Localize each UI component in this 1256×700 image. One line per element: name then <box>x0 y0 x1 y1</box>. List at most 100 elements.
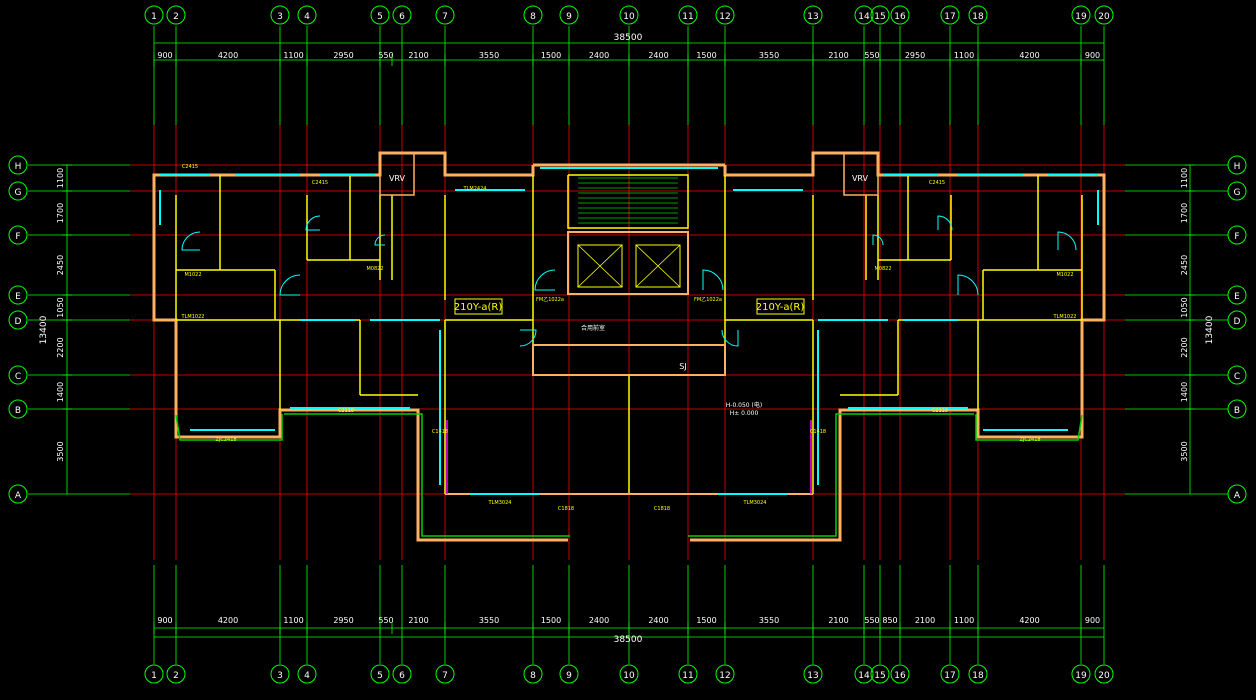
top-dim-11: 3550 <box>759 51 779 60</box>
axis-label-top-8: 8 <box>530 12 536 22</box>
bottom-dim-13: 550 <box>864 616 879 625</box>
vrv-label-left: VRV <box>389 174 406 183</box>
axis-bubble-top-7 <box>435 5 455 25</box>
axis-bubble-right-A <box>1227 484 1247 504</box>
bottom-dim-4: 550 <box>378 616 393 625</box>
axis-bubble-bottom-7 <box>435 664 455 684</box>
left-overall-dim: 13400 <box>39 315 49 344</box>
door-swing-left-5 <box>519 329 537 347</box>
axis-label-left-A: A <box>15 491 22 501</box>
axis-label-left-E: E <box>15 292 21 302</box>
right-dim-3: 1050 <box>1180 297 1189 317</box>
axis-label-top-19: 19 <box>1075 12 1087 22</box>
axis-bubble-top-16 <box>890 5 910 25</box>
top-dim-4: 550 <box>378 51 393 60</box>
axis-label-bottom-6: 6 <box>399 671 405 681</box>
door-swing-left-3 <box>374 234 386 246</box>
sj-label: SJ <box>679 362 686 371</box>
axis-bubble-top-6 <box>392 5 412 25</box>
elevator-shaft <box>567 231 689 295</box>
axis-label-top-14: 14 <box>858 12 870 22</box>
right-dim-1: 1700 <box>1180 203 1189 223</box>
axis-bubble-right-F <box>1227 225 1247 245</box>
axis-bubble-top-14 <box>854 5 874 25</box>
door-swing-right-3 <box>872 234 884 246</box>
bay-rail-right <box>975 414 1083 441</box>
axis-bubble-top-1 <box>144 5 164 25</box>
door-swing-right-0 <box>1057 231 1077 251</box>
window-tag-9: ZJC2418 <box>1019 437 1040 443</box>
axis-label-top-18: 18 <box>972 12 984 22</box>
door-swing-left-4 <box>534 269 556 291</box>
axis-label-right-G: G <box>1234 188 1241 198</box>
outer-wall-right <box>690 151 1106 542</box>
window-tag-2: TLM3024 <box>488 500 512 506</box>
axis-bubble-bottom-3 <box>270 664 290 684</box>
window-tag-13: FM乙1022a <box>694 296 722 303</box>
top-dim-14: 2950 <box>905 51 925 60</box>
axis-label-left-B: B <box>15 406 21 416</box>
axis-bubble-bottom-13 <box>803 664 823 684</box>
axis-bubble-top-2 <box>166 5 186 25</box>
top-dim-8: 2400 <box>589 51 609 60</box>
vrv-box-right <box>843 152 879 196</box>
bottom-dim-16: 1100 <box>954 616 974 625</box>
axis-bubble-right-G <box>1227 181 1247 201</box>
axis-bubble-bottom-4 <box>297 664 317 684</box>
axis-bubble-left-B <box>8 399 28 419</box>
axis-bubble-right-C <box>1227 365 1247 385</box>
door-swing-right-5 <box>721 329 739 347</box>
right-dim-6: 3500 <box>1180 441 1189 461</box>
top-dim-10: 1500 <box>696 51 716 60</box>
bottom-dim-9: 2400 <box>648 616 668 625</box>
axis-bubble-bottom-6 <box>392 664 412 684</box>
bottom-dim-17: 4200 <box>1019 616 1039 625</box>
bottom-dim-6: 3550 <box>479 616 499 625</box>
window-tag-3: C1818 <box>558 506 574 512</box>
bottom-dim-18: 900 <box>1085 616 1100 625</box>
axis-bubble-left-G <box>8 181 28 201</box>
axis-label-bottom-17: 17 <box>944 671 955 681</box>
axis-bubble-left-E <box>8 285 28 305</box>
left-dim-2: 2450 <box>56 255 65 275</box>
window-tag-17: TLM1022 <box>1053 314 1077 320</box>
axis-label-left-H: H <box>15 162 22 172</box>
axis-label-top-17: 17 <box>944 12 955 22</box>
axis-label-bottom-5: 5 <box>377 671 383 681</box>
axis-label-top-15: 15 <box>874 12 885 22</box>
door-swing-right-1 <box>957 274 979 296</box>
axis-label-right-H: H <box>1234 162 1241 172</box>
axis-label-bottom-9: 9 <box>566 671 572 681</box>
top-dim-1: 4200 <box>218 51 238 60</box>
outer-wall-left <box>152 151 568 542</box>
door-swing-left-1 <box>279 274 301 296</box>
window-tag-12: FM乙1022a <box>536 296 564 303</box>
axis-label-right-D: D <box>1234 317 1241 327</box>
axis-bubble-bottom-10 <box>619 664 639 684</box>
top-dim-5: 2100 <box>408 51 428 60</box>
level-note: H-0.050 (电) <box>726 401 762 409</box>
axis-label-top-4: 4 <box>304 12 310 22</box>
right-dim-0: 1100 <box>1180 168 1189 188</box>
window-tag-16: TLM1022 <box>181 314 205 320</box>
axis-label-top-2: 2 <box>173 12 179 22</box>
balcony-rail-left <box>284 413 570 537</box>
elevator-cross <box>577 244 623 288</box>
window-tag-10: M1022 <box>184 272 201 278</box>
axis-label-bottom-12: 12 <box>719 671 730 681</box>
bottom-dim-11: 3550 <box>759 616 779 625</box>
axis-label-top-12: 12 <box>719 12 730 22</box>
bay-rail-left <box>175 414 283 441</box>
bottom-dim-2: 1100 <box>283 616 303 625</box>
bottom-dim-3: 2950 <box>333 616 353 625</box>
window-tag-7: C2118 <box>932 408 948 414</box>
axis-label-bottom-4: 4 <box>304 671 310 681</box>
window-tag-18: M0822 <box>366 266 383 272</box>
axis-label-top-13: 13 <box>807 12 818 22</box>
axis-bubble-bottom-14 <box>854 664 874 684</box>
axis-label-right-E: E <box>1234 292 1240 302</box>
elevator-car-2 <box>635 244 681 288</box>
top-dim-16: 4200 <box>1019 51 1039 60</box>
